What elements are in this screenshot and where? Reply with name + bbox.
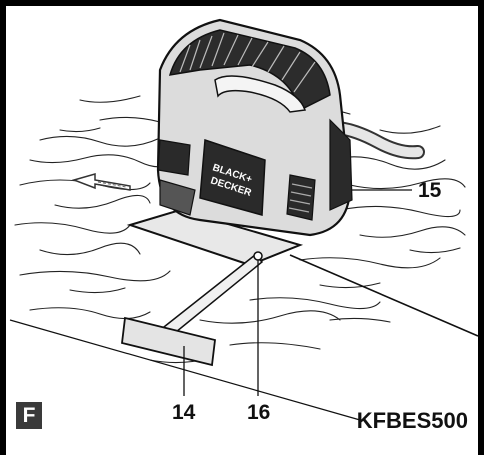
callout-14: 14: [172, 401, 196, 424]
callout-16: 16: [247, 401, 271, 424]
callout-15: 15: [418, 179, 442, 202]
saw-body: [156, 18, 353, 237]
cut-line: [289, 254, 479, 337]
direction-arrow-icon: [71, 173, 131, 191]
board-edge: [9, 319, 361, 421]
parallel-guide: [121, 251, 264, 367]
model-number: KFBES500: [356, 408, 468, 433]
callout-leaders: [183, 189, 412, 396]
figure-letter-badge: F: [16, 402, 42, 429]
base-plate: [126, 208, 304, 267]
